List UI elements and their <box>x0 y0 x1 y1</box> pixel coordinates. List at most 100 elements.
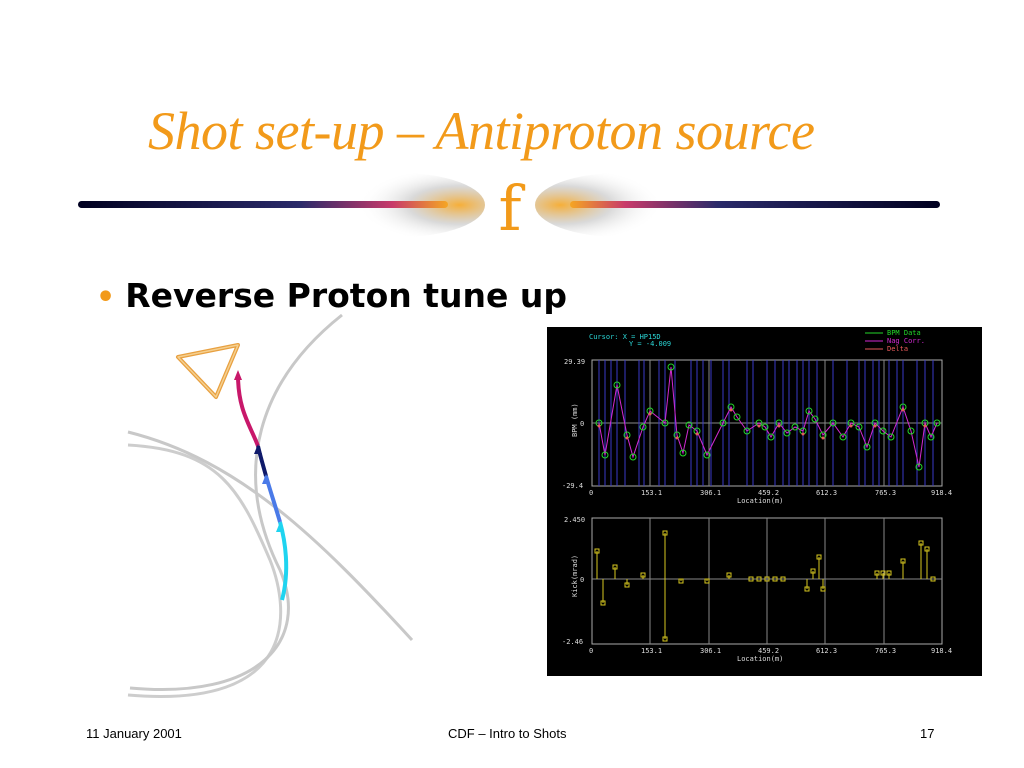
kick-marker <box>764 576 770 582</box>
delta-point <box>648 412 652 416</box>
kick-marker <box>804 586 810 592</box>
kick-xtick-5: 765.3 <box>875 647 896 655</box>
kick-marker <box>924 546 930 552</box>
bpm-point <box>855 423 863 431</box>
kick-ytick-bot: -2.46 <box>562 638 583 646</box>
kick-marker <box>930 576 936 582</box>
kick-marker <box>816 554 822 560</box>
bpm-point <box>639 423 647 431</box>
bpm-point <box>679 449 687 457</box>
delta-point <box>923 424 927 428</box>
bpm-xtick-3: 459.2 <box>758 489 779 497</box>
logo-glyph: f <box>499 172 526 245</box>
kick-marker <box>772 576 778 582</box>
kick-marker <box>600 600 606 606</box>
cursor-readout-line2: Y = -4.009 <box>629 340 671 348</box>
bpm-point <box>601 451 609 459</box>
kick-marker <box>880 570 886 576</box>
bpm-point <box>743 427 751 435</box>
delta-point <box>597 424 601 428</box>
kick-marker <box>748 576 754 582</box>
delta-point <box>873 424 877 428</box>
footer-page-number: 17 <box>920 726 935 741</box>
bullet-item: • Reverse Proton tune up <box>96 276 567 315</box>
kick-marker <box>662 530 668 536</box>
bpm-xtick-5: 765.3 <box>875 489 896 497</box>
bpm-xtick-6: 918.4 <box>931 489 952 497</box>
kick-marker <box>918 540 924 546</box>
kick-marker <box>886 570 892 576</box>
delta-point <box>729 408 733 412</box>
bpm-xlabel: Location(m) <box>737 497 783 505</box>
kick-marker <box>726 572 732 578</box>
delta-point <box>821 436 825 440</box>
delta-point <box>675 436 679 440</box>
bpm-point <box>879 427 887 435</box>
delta-point <box>757 424 761 428</box>
bpm-point <box>719 419 727 427</box>
cursor-readout-line1: Cursor: X = HP15D <box>589 333 661 341</box>
kick-xtick-3: 459.2 <box>758 647 779 655</box>
bpm-xtick-2: 306.1 <box>700 489 721 497</box>
kick-marker <box>594 548 600 554</box>
footer-title: CDF – Intro to Shots <box>448 726 567 741</box>
bpm-point <box>927 433 935 441</box>
bpm-ytick-bot: -29.4 <box>562 482 583 490</box>
bpm-point <box>887 433 895 441</box>
delta-point <box>901 408 905 412</box>
kick-marker <box>640 572 646 578</box>
kick-marker <box>780 576 786 582</box>
delta-point <box>695 432 699 436</box>
bpm-point <box>915 463 923 471</box>
bpm-point <box>733 413 741 421</box>
kick-marker <box>810 568 816 574</box>
legend-bpm: BPM Data <box>887 329 921 337</box>
bpm-point <box>703 451 711 459</box>
bpm-point <box>933 419 941 427</box>
kick-marker <box>612 564 618 570</box>
bpm-point <box>829 419 837 427</box>
bpm-point <box>667 363 675 371</box>
bpm-plot: 29.39 0 -29.4 BPM (mm) 0 153.1 306.1 459… <box>562 358 952 505</box>
kick-marker <box>662 636 668 642</box>
orbit-display-panel: Cursor: X = HP15D Y = -4.009 BPM Data Na… <box>547 327 982 676</box>
accelerator-ring-diagram <box>120 310 420 710</box>
bpm-point <box>761 423 769 431</box>
bpm-point <box>839 433 847 441</box>
kick-xtick-6: 918.4 <box>931 647 952 655</box>
kick-xtick-1: 153.1 <box>641 647 662 655</box>
slide-title: Shot set-up – Antiproton source <box>148 101 815 161</box>
footer-date: 11 January 2001 <box>86 726 182 741</box>
kick-marker <box>874 570 880 576</box>
kick-marker <box>820 586 826 592</box>
bpm-point <box>767 433 775 441</box>
delta-point <box>625 436 629 440</box>
legend-delta: Delta <box>887 345 908 353</box>
kick-marker <box>704 578 710 584</box>
bpm-xtick-4: 612.3 <box>816 489 837 497</box>
kick-xtick-0: 0 <box>589 647 593 655</box>
bpm-ylabel: BPM (mm) <box>571 403 579 437</box>
bullet-dot-icon: • <box>96 280 116 315</box>
scope-legend: BPM Data Nag Corr. Delta <box>865 329 925 353</box>
kick-marker <box>900 558 906 564</box>
bpm-point <box>783 429 791 437</box>
title-divider: f <box>70 168 950 248</box>
bpm-point <box>661 419 669 427</box>
bpm-xtick-0: 0 <box>589 489 593 497</box>
bpm-point <box>907 427 915 435</box>
bpm-point <box>805 407 813 415</box>
kick-marker <box>756 576 762 582</box>
kick-xtick-2: 306.1 <box>700 647 721 655</box>
delta-point <box>849 424 853 428</box>
kick-xlabel: Location(m) <box>737 655 783 663</box>
kick-xtick-4: 612.3 <box>816 647 837 655</box>
delta-point <box>777 424 781 428</box>
bullet-text: Reverse Proton tune up <box>125 276 567 315</box>
kick-ytick-mid: 0 <box>580 576 584 584</box>
bpm-ytick-top: 29.39 <box>564 358 585 366</box>
kick-plot: 2.450 0 -2.46 Kick(mrad) 0 153.1 306.1 4… <box>562 516 952 663</box>
kick-marker <box>624 582 630 588</box>
kick-ytick-top: 2.450 <box>564 516 585 524</box>
legend-nag: Nag Corr. <box>887 337 925 345</box>
